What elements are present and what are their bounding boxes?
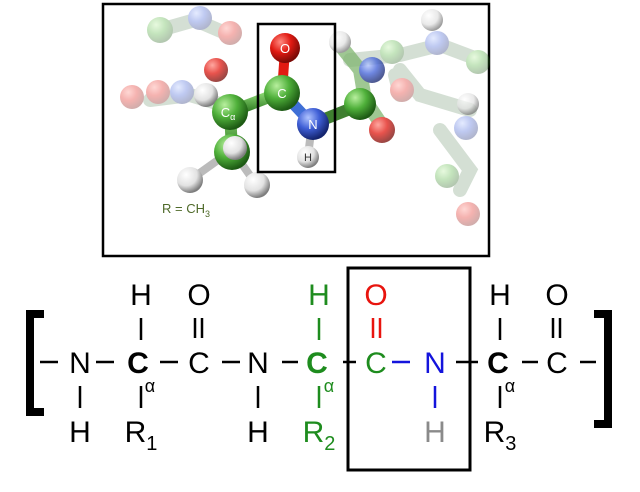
residue-1-alpha-carbon: C (127, 347, 149, 380)
peptide-bond-highlight-box (346, 266, 472, 472)
model-label-nitrogen: N (308, 117, 317, 132)
residue-3-alpha-symbol: α (505, 376, 515, 396)
residue-3-side-chain: R3 (484, 416, 517, 455)
right-bracket-glyph: ] (0, 0, 1, 1)
alpha-hydrogen-atom (194, 83, 218, 107)
molecular-model-panel: O C N H Cα R = CH3 (101, 2, 491, 258)
residue-2-alpha-symbol: α (324, 376, 334, 396)
methyl-hydrogen-atom-3 (223, 136, 247, 160)
amide-nitrogen-atom (297, 108, 329, 140)
residue-2-carbonyl-carbon: C (365, 347, 387, 380)
residue-3-alpha-carbon: C (487, 347, 509, 380)
carbonyl-carbon-atom (264, 75, 300, 111)
residue-1-alpha-hydrogen: H (130, 279, 152, 312)
model-highlight-box (256, 22, 337, 174)
model-label-hydrogen: H (304, 152, 312, 164)
background-chain (120, 6, 490, 226)
model-label-carbon: C (277, 86, 286, 101)
vertical-bonds (78, 318, 562, 408)
formula-atoms: N H H C α R1 C O N H H C α R2 C O N H H … (69, 279, 569, 455)
residue-2-alpha-hydrogen: H (308, 279, 330, 312)
residue-1-nitrogen: N (69, 347, 91, 380)
residue-3-nitrogen: N (424, 347, 446, 380)
residue-1-amide-hydrogen: H (69, 416, 91, 449)
residue-2-amide-hydrogen: H (247, 416, 269, 449)
next-alpha-carbon-atom (344, 88, 376, 120)
residue-3-amide-hydrogen: H (424, 416, 446, 449)
alpha-carbon-atom (212, 94, 248, 130)
residue-1-side-chain: R1 (125, 416, 158, 455)
residue-1-alpha-symbol: α (145, 376, 155, 396)
residue-1-carbonyl-oxygen: O (187, 279, 210, 312)
focus-atoms (177, 33, 376, 198)
residue-3-carbonyl-carbon: C (546, 347, 568, 380)
model-label-alpha-carbon: Cα (221, 105, 236, 122)
left-bracket (26, 310, 44, 416)
residue-3-alpha-hydrogen: H (489, 279, 511, 312)
residue-2-side-chain: R2 (303, 416, 336, 455)
model-label-oxygen: O (280, 41, 290, 56)
residue-2-alpha-carbon: C (306, 347, 328, 380)
structural-formula: [ ] (0, 0, 612, 472)
residue-2-nitrogen: N (247, 347, 269, 380)
residue-3-carbonyl-oxygen: O (545, 279, 568, 312)
residue-2-carbonyl-oxygen: O (364, 279, 387, 312)
methyl-hydrogen-atom-1 (177, 167, 203, 193)
residue-1-carbonyl-carbon: C (188, 347, 210, 380)
left-bracket-glyph: [ (0, 0, 1, 1)
side-chain-label: R = CH3 (162, 201, 210, 219)
carbonyl-oxygen-atom (270, 33, 300, 63)
amide-hydrogen-atom (297, 146, 319, 168)
right-bracket (594, 310, 612, 428)
methyl-hydrogen-atom-2 (244, 172, 270, 198)
